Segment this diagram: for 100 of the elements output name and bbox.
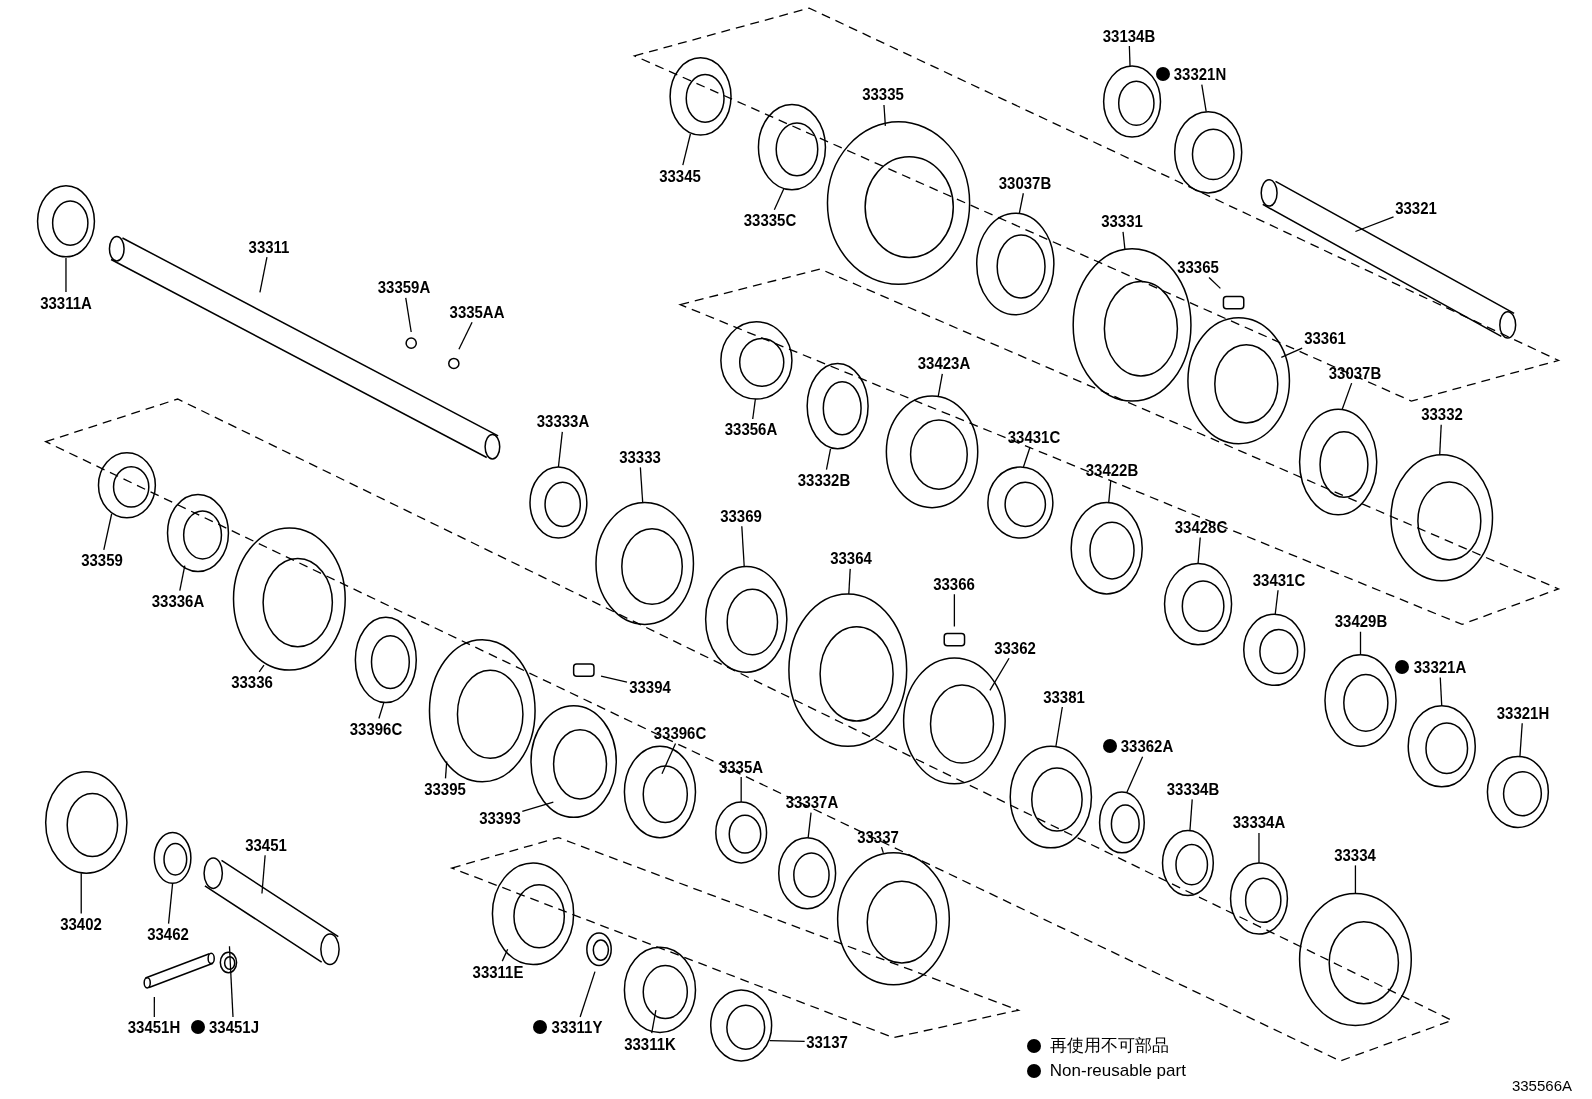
- leader-line: [444, 760, 448, 780]
- callout-number: 33429B: [1334, 612, 1387, 630]
- callout-number: 33364: [830, 549, 872, 567]
- callout-number: 33359A: [377, 278, 431, 296]
- leader-line: [752, 398, 757, 420]
- callout-number: 33336A: [151, 592, 204, 610]
- callout-number: 33134B: [1102, 27, 1156, 45]
- callout-number: 33037B: [999, 174, 1052, 192]
- leader-line: [458, 321, 473, 350]
- leader-line: [1189, 798, 1193, 832]
- callout-number: 33337: [857, 828, 900, 846]
- leader-line: [1126, 756, 1144, 793]
- leader-line: [1197, 536, 1201, 565]
- figure-code: 335566A: [1511, 1078, 1572, 1094]
- callout-number: 33321: [1395, 199, 1438, 217]
- leader-line: [378, 701, 385, 720]
- leader-line: [501, 948, 509, 962]
- leader-line: [1354, 864, 1357, 895]
- leader-line: [167, 882, 174, 925]
- callout-number: 33345: [659, 167, 702, 185]
- leader-line: [103, 513, 113, 551]
- leader-line: [1354, 216, 1395, 233]
- callout-number: 33381: [1043, 688, 1085, 705]
- leader-line: [1519, 722, 1523, 758]
- callout-number: 33393: [478, 809, 521, 827]
- legend-text: Non-reusable part: [1049, 1062, 1186, 1080]
- leader-line: [1201, 83, 1207, 113]
- callout-number: 33362: [994, 639, 1037, 657]
- leader-line: [65, 257, 67, 293]
- leader-line: [600, 675, 628, 683]
- callout-number: 3335AA: [449, 303, 505, 321]
- leader-line: [405, 297, 412, 333]
- leader-line: [768, 1040, 806, 1042]
- leader-line: [179, 564, 186, 592]
- leader-line: [1022, 446, 1031, 468]
- leader-line: [1108, 479, 1112, 504]
- callout-number: 33428C: [1174, 518, 1228, 536]
- callout-number: 33402: [60, 915, 102, 933]
- callout-number: 33335C: [743, 211, 796, 229]
- callout-number: 33311E: [472, 963, 523, 981]
- callout-number: 33366: [933, 575, 976, 593]
- callout-number: 33311A: [40, 294, 92, 312]
- leader-line: [557, 431, 563, 468]
- leader-line: [953, 593, 956, 628]
- callout-number: 33321N: [1173, 65, 1227, 83]
- legend-text: 再使用不可部品: [1049, 1036, 1169, 1054]
- leader-line: [880, 846, 884, 854]
- callout-number: 33423A: [918, 354, 971, 372]
- callout-number: 33362A: [1121, 737, 1174, 755]
- callout-number: 33431C: [1253, 571, 1306, 589]
- callout-number: 33451J: [208, 1019, 259, 1036]
- callout-number: 33394: [629, 678, 671, 696]
- leader-line: [1359, 631, 1362, 656]
- callout-number: 33396C: [654, 724, 707, 742]
- leader-line: [741, 525, 745, 568]
- leader-line: [1258, 832, 1260, 864]
- leader-line: [807, 811, 812, 839]
- leader-line: [579, 971, 596, 1018]
- callout-number: 33451H: [128, 1019, 181, 1036]
- leader-line: [228, 945, 234, 1018]
- leader-line: [682, 133, 692, 166]
- callout-number: 33311: [248, 238, 290, 256]
- callout-number: 33396C: [349, 720, 402, 738]
- leader-line: [1018, 192, 1024, 214]
- callout-number: 33337A: [786, 793, 839, 811]
- callout-number: 33332B: [798, 471, 851, 489]
- callout-number: 33333: [618, 448, 661, 466]
- callout-number: 33333A: [537, 412, 590, 430]
- leader-line: [1439, 424, 1442, 456]
- leader-line: [1274, 589, 1279, 615]
- callout-number: 33395: [423, 780, 466, 798]
- callout-number: 33336: [231, 673, 273, 691]
- leader-line: [1055, 706, 1063, 747]
- callout-number: 33311K: [624, 1035, 676, 1053]
- leader-line: [883, 104, 886, 127]
- leader-line: [639, 466, 644, 504]
- leader-line: [848, 568, 851, 595]
- callout-number: 33359: [80, 551, 123, 569]
- callout-number: 33422B: [1085, 461, 1138, 479]
- leader-line: [261, 854, 266, 895]
- leader-line: [153, 996, 155, 1018]
- leader-line: [1128, 45, 1131, 67]
- leader-line: [1122, 231, 1126, 251]
- leader-line: [80, 872, 82, 915]
- callout-number: 33334B: [1166, 780, 1220, 798]
- callout-number: 33334: [1334, 846, 1377, 864]
- callout-number: 33451: [245, 836, 287, 854]
- callout-number: 33431C: [1007, 428, 1060, 446]
- callout-number: 33037B: [1329, 364, 1382, 382]
- leader-line: [259, 256, 268, 294]
- leader-line: [937, 373, 943, 398]
- leader-line: [1280, 347, 1303, 359]
- callout-number: 33369: [720, 507, 762, 525]
- callout-number: 33321A: [1413, 658, 1466, 676]
- leader-line: [989, 657, 1010, 692]
- callout-number: 33365: [1177, 258, 1219, 276]
- callout-number: 33334A: [1232, 813, 1286, 831]
- callout-number: 33335: [862, 85, 905, 103]
- callout-number: 33361: [1304, 329, 1346, 347]
- callout-number: 33137: [806, 1033, 849, 1051]
